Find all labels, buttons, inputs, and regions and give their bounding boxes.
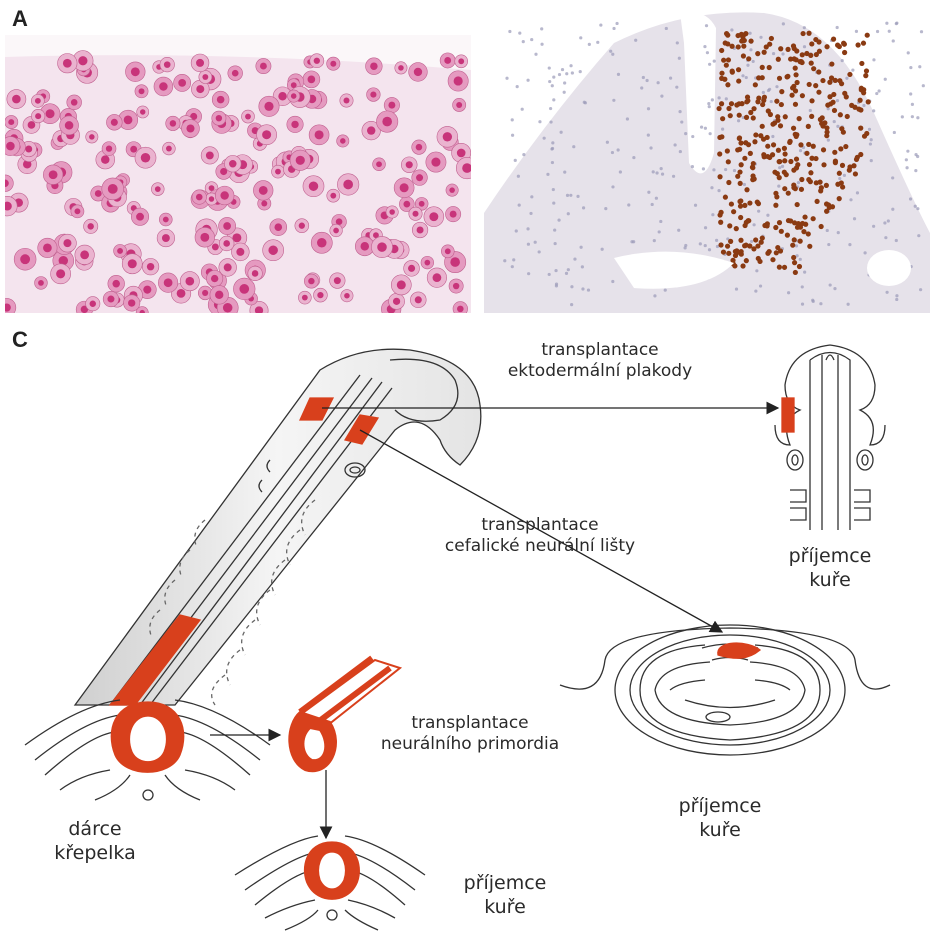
crest-label-line1: transplantace bbox=[405, 515, 675, 536]
panel-c-letter: C bbox=[12, 327, 28, 353]
donor-label: dárce křepelka bbox=[25, 818, 165, 866]
recipient-bottom-cross-section bbox=[235, 836, 425, 930]
micrograph-a-image bbox=[5, 35, 471, 313]
micrograph-a bbox=[5, 35, 471, 313]
crest-transplant-label: transplantace cefalické neurální lišty bbox=[405, 515, 675, 558]
crest-label-line2: cefalické neurální lišty bbox=[405, 536, 675, 557]
donor-cross-section bbox=[25, 700, 270, 800]
micrograph-b bbox=[484, 3, 930, 313]
recipient-bottom-line1: příjemce bbox=[430, 872, 580, 896]
recipient-mid-label: příjemce kuře bbox=[645, 795, 795, 843]
recipient-top-line1: příjemce bbox=[755, 545, 905, 569]
recipient-middle-cross-section bbox=[560, 625, 890, 755]
panel-a-letter: A bbox=[12, 6, 28, 32]
recipient-mid-line2: kuře bbox=[645, 819, 795, 843]
recipient-bottom-label: příjemce kuře bbox=[430, 872, 580, 920]
recipient-mid-line1: příjemce bbox=[645, 795, 795, 819]
recipient-bottom-line2: kuře bbox=[430, 896, 580, 920]
ectoderm-label-line1: transplantace bbox=[490, 340, 710, 361]
recipient-top-embryo bbox=[775, 345, 885, 530]
micrograph-b-image bbox=[484, 3, 930, 313]
recipient-top-label: příjemce kuře bbox=[755, 545, 905, 593]
donor-line1: dárce bbox=[25, 818, 165, 842]
donor-line2: křepelka bbox=[25, 842, 165, 866]
recipient-top-line2: kuře bbox=[755, 569, 905, 593]
neural-label-line1: transplantace bbox=[345, 713, 595, 734]
ectoderm-label-line2: ektodermální plakody bbox=[490, 361, 710, 382]
ectoderm-transplant-label: transplantace ektodermální plakody bbox=[490, 340, 710, 383]
neural-transplant-label: transplantace neurálního primordia bbox=[345, 713, 595, 756]
neural-label-line2: neurálního primordia bbox=[345, 734, 595, 755]
